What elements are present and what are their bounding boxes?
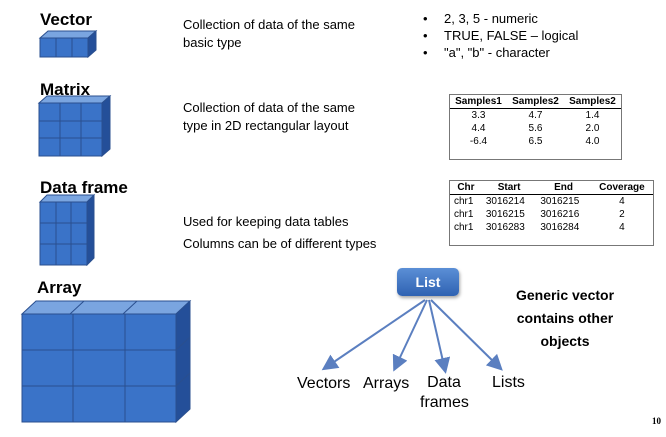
table-cell: 5.6	[528, 123, 543, 134]
matrix-cube-icon	[37, 95, 112, 157]
table-header: Start	[481, 181, 537, 195]
table-cell: 3.3	[471, 110, 486, 121]
arrow-to-lists	[430, 299, 503, 371]
table-cell: 3016214	[485, 196, 525, 207]
matrix-table-box: Samples1 Samples2 Samples2 3.3 4.7 1.4 4…	[449, 94, 622, 160]
table-cell: 4	[619, 222, 625, 233]
page-number: 10	[652, 416, 661, 426]
table-cell: 2	[619, 209, 625, 220]
arrow-to-arrays	[392, 299, 428, 372]
table-header: Chr	[450, 181, 482, 195]
list-target-arrays: Arrays	[363, 375, 410, 392]
vector-cube-icon	[38, 30, 98, 58]
vector-description: Collection of data of the same basic typ…	[183, 16, 355, 52]
table-header: Coverage	[590, 181, 653, 195]
list-item: "a", "b" - character	[420, 44, 578, 61]
table-cell: 3016215	[540, 196, 580, 207]
matrix-description-line: type in 2D rectangular layout	[183, 118, 349, 133]
table-cell: 4.4	[471, 123, 486, 134]
table-header: Samples1	[450, 95, 507, 109]
data-frame-description-line: Used for keeping data tables	[183, 214, 349, 229]
table-cell: 3016284	[540, 222, 580, 233]
table-header: Samples2	[564, 95, 621, 109]
vector-heading: Vector	[40, 10, 92, 29]
table-cell: 4.7	[528, 110, 543, 121]
vector-description-line: basic type	[183, 35, 242, 50]
data-frame-heading: Data frame	[40, 178, 128, 197]
arrow-to-vectors	[321, 299, 426, 371]
list-target-lists: Lists	[492, 374, 525, 391]
matrix-heading: Matrix	[40, 80, 91, 99]
matrix-table: Samples1 Samples2 Samples2 3.3 4.7 1.4 4…	[450, 95, 621, 148]
table-cell: 4.0	[585, 136, 600, 147]
vector-description-line: Collection of data of the same	[183, 17, 355, 32]
list-item: TRUE, FALSE – logical	[420, 27, 578, 44]
list-box: List	[397, 268, 459, 296]
table-cell: 2.0	[585, 123, 600, 134]
table-cell: 4	[619, 196, 625, 207]
table-row: 4.4 5.6 2.0	[450, 122, 621, 135]
list-target-line: Data	[427, 374, 461, 391]
list-description-line: Generic vector	[515, 287, 615, 303]
array-cube-icon	[20, 300, 192, 424]
table-row: chr1 3016214 3016215 4	[450, 195, 653, 209]
table-row: 3.3 4.7 1.4	[450, 109, 621, 123]
data-frame-table: Chr Start End Coverage chr1 3016214 3016…	[450, 181, 653, 234]
table-row: chr1 3016283 3016284 4	[450, 221, 653, 234]
table-cell: 3016216	[540, 209, 580, 220]
list-arrows	[321, 299, 503, 374]
list-target-data-frames: Data frames	[420, 373, 469, 413]
table-cell: -6.4	[469, 136, 488, 147]
vector-examples-list: 2, 3, 5 - numeric TRUE, FALSE – logical …	[420, 10, 578, 61]
table-cell: chr1	[454, 222, 474, 233]
data-frame-description-line: Columns can be of different types	[183, 236, 377, 251]
list-item: 2, 3, 5 - numeric	[420, 10, 578, 27]
data-frame-table-box: Chr Start End Coverage chr1 3016214 3016…	[449, 180, 654, 246]
table-row: -6.4 6.5 4.0	[450, 135, 621, 148]
list-target-line: frames	[420, 394, 469, 411]
table-cell: 3016215	[485, 209, 525, 220]
table-header: End	[536, 181, 591, 195]
table-cell: chr1	[454, 209, 474, 220]
table-cell: 6.5	[528, 136, 543, 147]
list-description-line: objects	[540, 333, 590, 349]
list-description: Generic vector contains other objects	[505, 284, 625, 353]
list-target-vectors: Vectors	[297, 375, 351, 392]
array-heading: Array	[37, 278, 82, 297]
matrix-description: Collection of data of the same type in 2…	[183, 99, 355, 135]
table-cell: 1.4	[585, 110, 600, 121]
data-frame-description: Used for keeping data tables Columns can…	[183, 211, 376, 255]
table-header: Samples2	[507, 95, 564, 109]
data-frame-cube-icon	[38, 194, 96, 266]
table-row: chr1 3016215 3016216 2	[450, 208, 653, 221]
table-cell: 3016283	[485, 222, 525, 233]
table-cell: chr1	[454, 196, 474, 207]
list-description-line: contains other	[516, 310, 614, 326]
matrix-description-line: Collection of data of the same	[183, 100, 355, 115]
arrow-to-data-frames	[428, 299, 451, 374]
